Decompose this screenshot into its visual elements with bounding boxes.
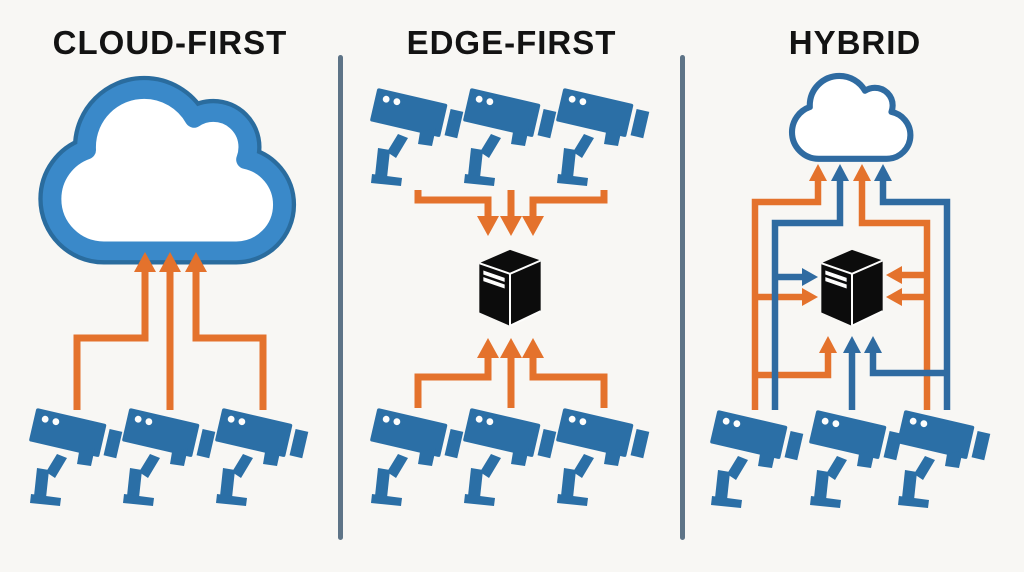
arrow-down-icon	[522, 216, 544, 236]
arrow-up-icon	[864, 336, 882, 353]
orange-stream-lines	[751, 164, 931, 410]
arrow-left-icon	[886, 288, 902, 306]
arrow-up-icon	[522, 338, 544, 358]
arrow-right-icon	[802, 288, 818, 306]
camera-icon	[370, 88, 465, 186]
panel-divider	[338, 55, 343, 540]
camera-icon	[556, 408, 651, 506]
arrow-down-icon	[500, 216, 522, 236]
arrow-up-icon	[819, 336, 837, 353]
camera-icon	[556, 88, 651, 186]
camera-icon	[463, 408, 558, 506]
arrow-right-icon	[802, 268, 818, 286]
panel-title-edge-first: EDGE-FIRST	[406, 24, 617, 61]
panel-hybrid: HYBRID	[686, 0, 1024, 572]
panel-edge-first: EDGE-FIRST	[343, 0, 680, 572]
arrows-top-cameras-to-server	[414, 190, 608, 236]
camera-icon	[710, 410, 805, 508]
panel-title-hybrid: HYBRID	[788, 24, 922, 61]
panel-divider	[680, 55, 685, 540]
arrow-up-icon	[809, 164, 827, 181]
camera-icon	[897, 410, 992, 508]
camera-icon	[809, 410, 904, 508]
arrow-down-icon	[477, 216, 499, 236]
camera-icon	[370, 408, 465, 506]
arrow-up-icon	[500, 338, 522, 358]
blue-stream-lines	[771, 164, 951, 410]
arrow-up-icon	[134, 252, 156, 272]
cloud-first-diagram	[29, 75, 310, 506]
arrow-up-icon	[853, 164, 871, 181]
arrow-up-icon	[185, 252, 207, 272]
camera-icon	[215, 408, 310, 506]
arrow-up-icon	[831, 164, 849, 181]
arrow-left-icon	[886, 266, 902, 284]
edge-server-icon	[478, 248, 542, 327]
arrow-up-icon	[874, 164, 892, 181]
cloud-icon	[788, 72, 914, 162]
cloud-icon	[38, 75, 297, 265]
arrow-up-icon	[159, 252, 181, 272]
camera-icon	[463, 88, 558, 186]
camera-icon	[29, 408, 124, 506]
arrows-bottom-cameras-to-server	[414, 338, 608, 408]
camera-icon	[122, 408, 217, 506]
panel-title-cloud-first: CLOUD-FIRST	[52, 24, 288, 61]
arrow-up-icon	[843, 336, 861, 353]
panel-cloud-first: CLOUD-FIRST	[0, 0, 340, 572]
uplink-arrows-to-cloud	[73, 252, 267, 410]
arrow-up-icon	[477, 338, 499, 358]
edge-first-diagram	[370, 88, 651, 506]
edge-server-icon	[820, 248, 884, 327]
hybrid-diagram	[710, 72, 992, 508]
